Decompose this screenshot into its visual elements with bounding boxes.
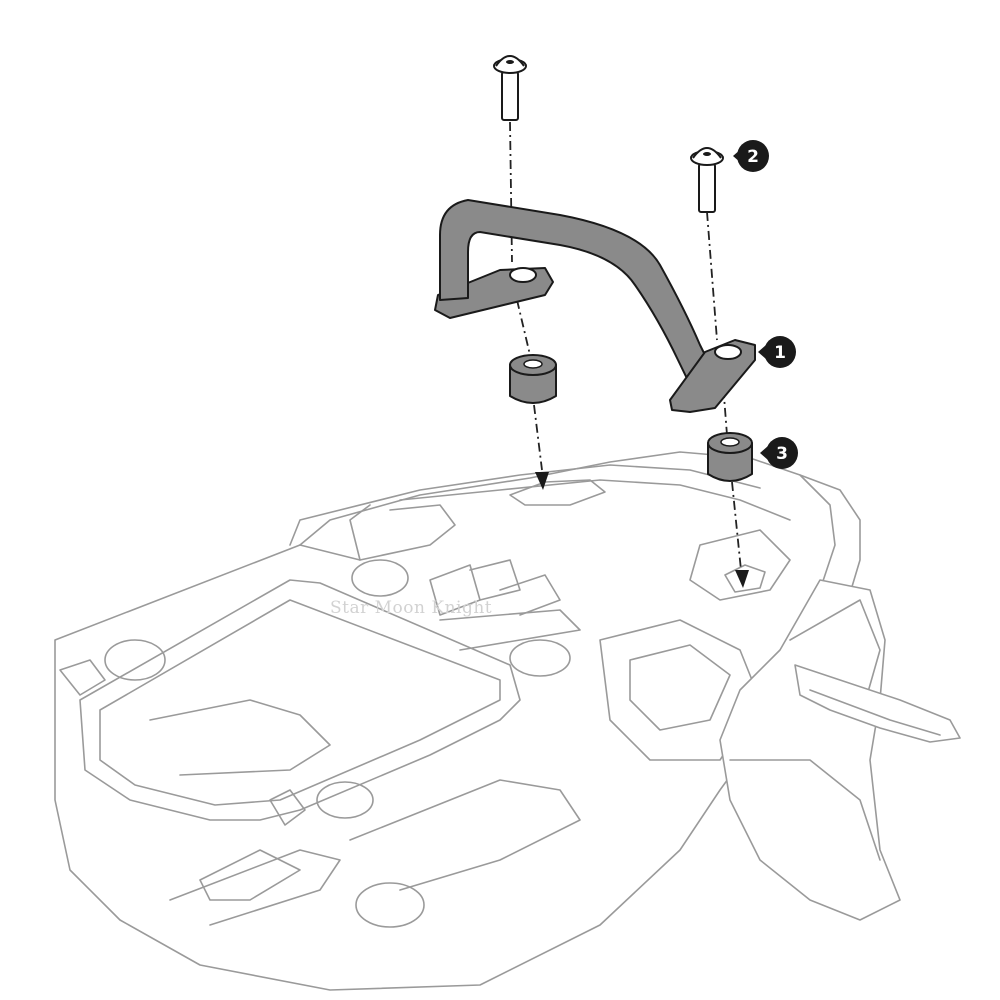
spacer-right <box>707 432 753 482</box>
bolt-right <box>690 147 724 213</box>
callout-3-number: 3 <box>776 444 788 464</box>
bolt-left <box>493 55 527 121</box>
callout-1: 1 <box>758 336 796 368</box>
motorcycle-tail-outline <box>54 451 961 991</box>
grab-handle <box>434 199 756 413</box>
callout-3: 3 <box>760 437 798 469</box>
arrow-down-icon-right <box>735 570 749 588</box>
installation-guide-lines <box>509 121 742 571</box>
watermark-text: Star Moon Knight <box>330 598 492 618</box>
callout-2: 2 <box>733 140 769 172</box>
callout-2-number: 2 <box>747 147 759 167</box>
callout-1-number: 1 <box>774 343 786 363</box>
arrow-down-icon-left <box>535 472 549 490</box>
spacer-left <box>509 354 557 404</box>
